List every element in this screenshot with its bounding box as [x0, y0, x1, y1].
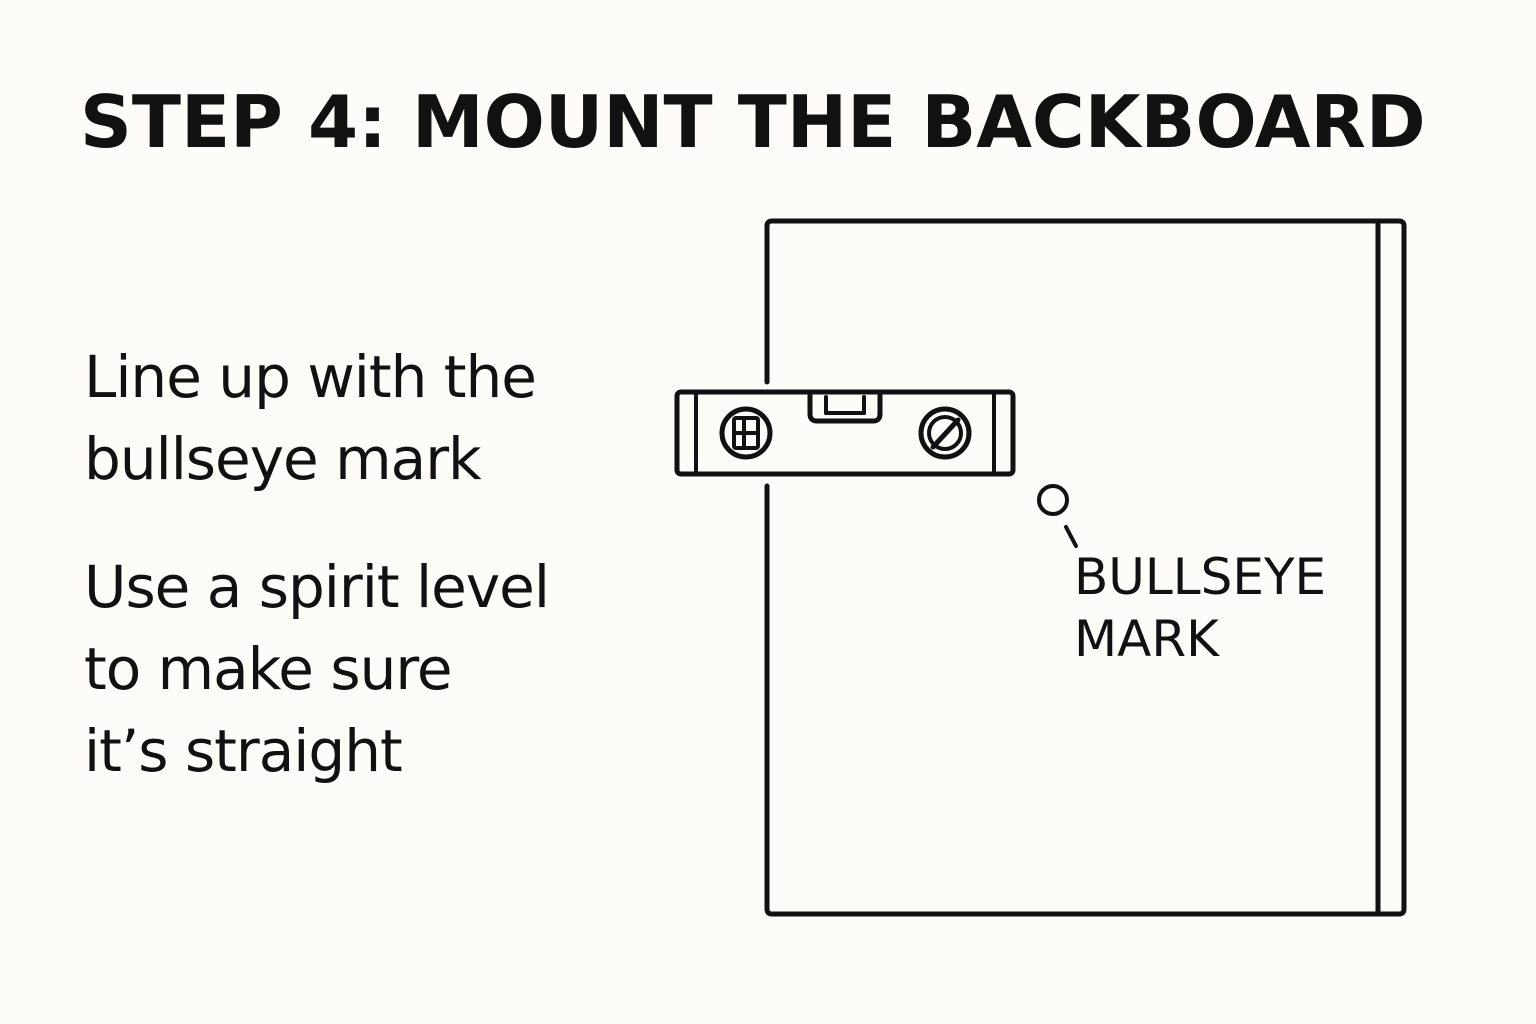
- instruction-line: it’s straight: [84, 717, 403, 785]
- spirit-level-icon: [674, 389, 1016, 477]
- label-line: BULLSEYE: [1074, 548, 1327, 606]
- instruction-line: Line up with the: [84, 343, 537, 411]
- bullseye-mark-icon: [1037, 484, 1069, 516]
- instruction-line: bullseye mark: [84, 425, 482, 493]
- bullseye-leader-line: [1064, 525, 1078, 548]
- instruction-spirit-level: Use a spirit level to make sure it’s str…: [84, 546, 550, 792]
- label-line: MARK: [1074, 610, 1219, 668]
- backboard-outline: [764, 218, 1407, 917]
- instruction-line-up: Line up with the bullseye mark: [84, 336, 537, 500]
- bullseye-mark-label: BULLSEYE MARK: [1074, 546, 1326, 670]
- instruction-line: Use a spirit level: [84, 553, 550, 621]
- step-title: STEP 4: MOUNT THE BACKBOARD: [80, 80, 1426, 164]
- instruction-line: to make sure: [84, 635, 453, 703]
